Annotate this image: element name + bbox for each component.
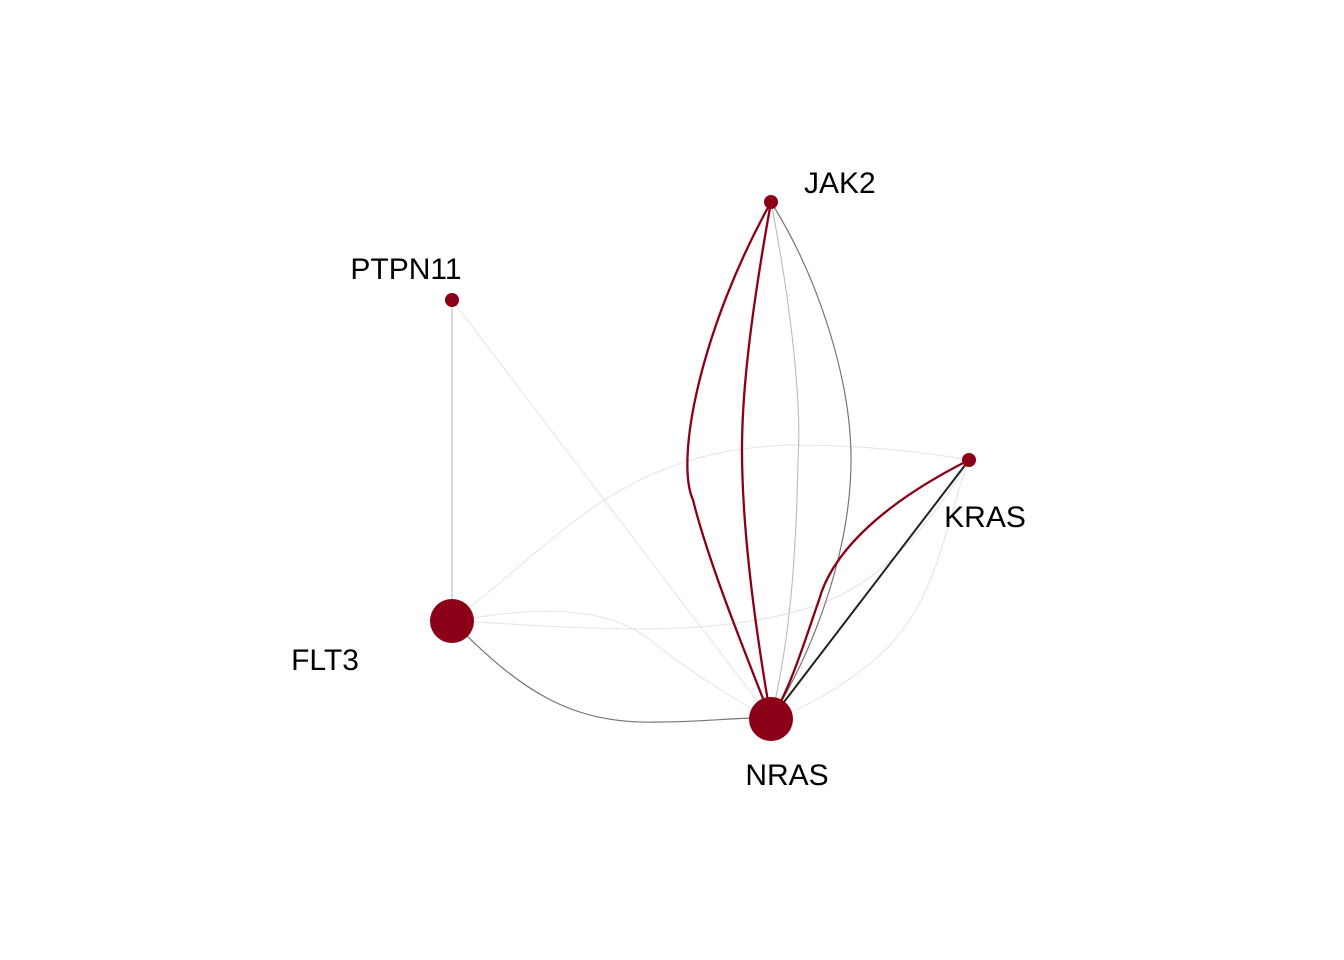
node-ptpn11: [445, 293, 459, 307]
edge-jak2-nras: [770, 201, 800, 720]
node-label-nras: NRAS: [745, 759, 828, 792]
node-jak2: [764, 195, 778, 209]
edge-flt3-kras: [451, 444, 970, 622]
edge-kras-nras: [769, 458, 971, 721]
edge-jak2-nras: [770, 201, 852, 720]
edge-ptpn11-nras: [451, 299, 772, 720]
node-label-flt3: FLT3: [291, 644, 359, 677]
node-label-jak2: JAK2: [804, 167, 876, 200]
edge-flt3-kras: [451, 459, 970, 630]
edge-kras-nras: [770, 459, 970, 720]
node-label-ptpn11: PTPN11: [350, 253, 461, 286]
edges-layer: [451, 200, 971, 723]
edge-flt3-nras: [451, 620, 772, 723]
node-kras: [962, 453, 976, 467]
node-flt3: [430, 599, 474, 643]
nodes-layer: [430, 195, 976, 741]
node-nras: [749, 697, 793, 741]
node-label-kras: KRAS: [944, 501, 1026, 534]
edge-kras-nras: [770, 459, 970, 720]
edge-flt3-nras: [451, 610, 772, 720]
edge-jak2-nras: [740, 200, 773, 721]
edge-jak2-nras: [686, 200, 773, 721]
